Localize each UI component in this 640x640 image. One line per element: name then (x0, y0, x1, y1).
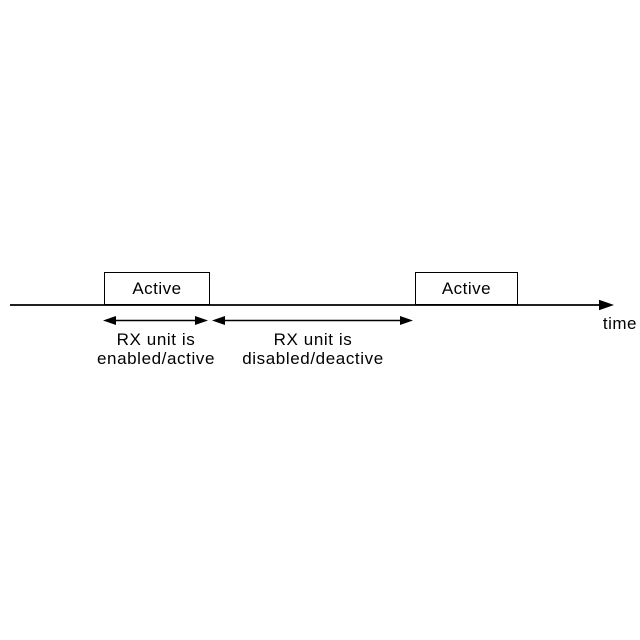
disabled-interval-label-line2: disabled/deactive (242, 349, 384, 368)
enabled-interval-right-arrowhead-icon (195, 316, 208, 325)
active-pulse-box-1-label: Active (132, 278, 182, 298)
disabled-interval-right-arrowhead-icon (400, 316, 413, 325)
enabled-interval-label-line1: RX unit is (116, 330, 196, 349)
disabled-interval-left-arrowhead-icon (212, 316, 225, 325)
disabled-interval-label: RX unit is disabled/deactive (208, 330, 418, 368)
enabled-interval-left-arrowhead-icon (103, 316, 116, 325)
active-pulse-box-2: Active (415, 272, 518, 305)
disabled-interval-label-line1: RX unit is (273, 330, 353, 349)
timeline-arrowhead-icon (599, 299, 614, 311)
active-pulse-box-1: Active (104, 272, 210, 305)
enabled-interval-label-line2: enabled/active (96, 349, 216, 368)
enabled-interval-label: RX unit is enabled/active (61, 330, 251, 368)
active-pulse-box-2-label: Active (441, 278, 492, 298)
time-axis-label: time (602, 314, 637, 333)
